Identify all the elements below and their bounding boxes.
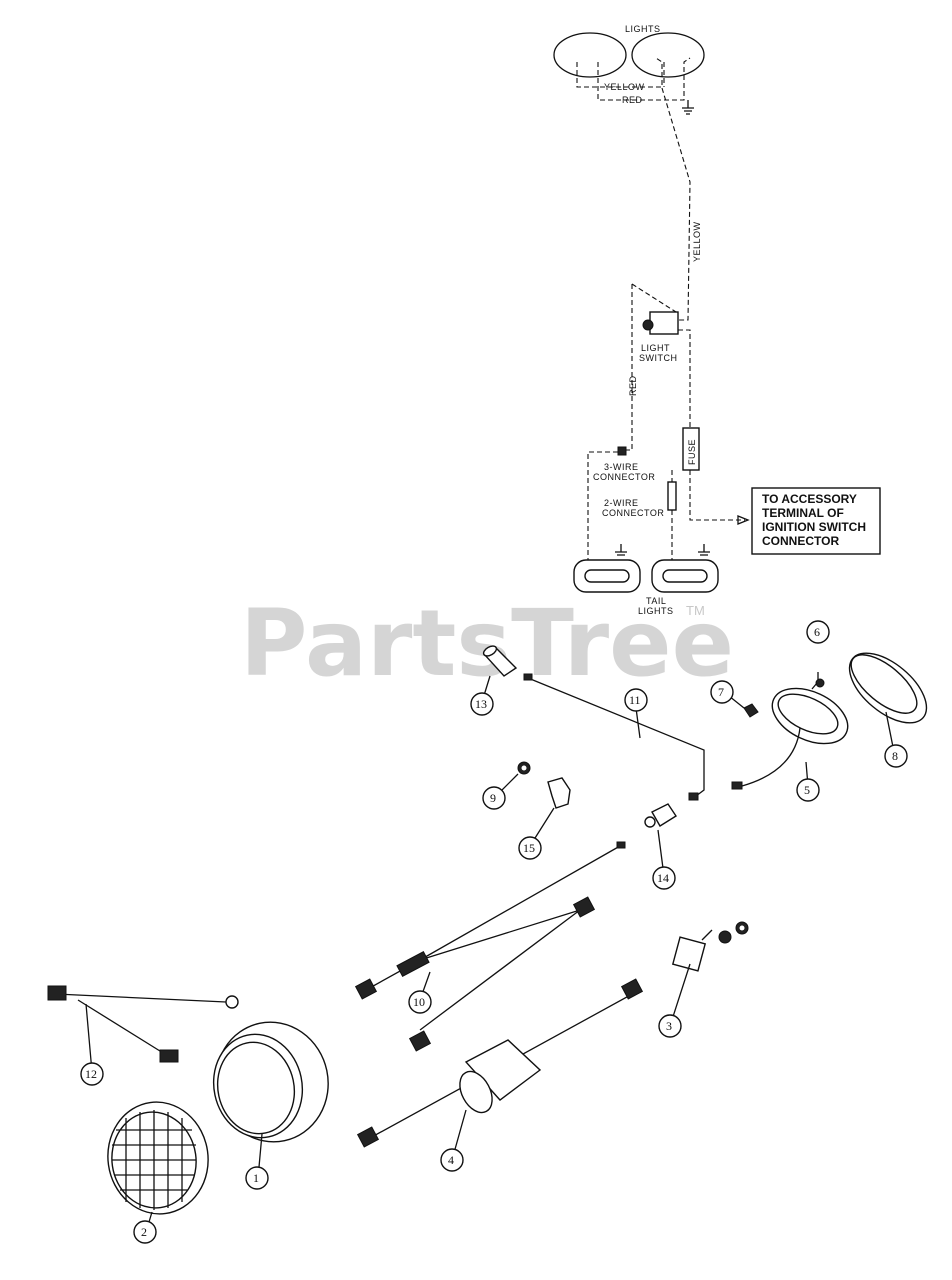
svg-text:8: 8 [892, 749, 898, 763]
callout-9: 9 [482, 786, 506, 810]
callout-11: 11 [624, 688, 648, 712]
part-5-tail-light [731, 687, 849, 790]
watermark-text: PartsTree [240, 590, 734, 697]
callout-6: 6 [806, 620, 830, 644]
svg-text:9: 9 [490, 791, 496, 805]
callout-8: 8 [884, 744, 908, 768]
svg-text:7: 7 [718, 685, 724, 699]
svg-text:15: 15 [523, 841, 535, 855]
red-wire-label-2: RED [628, 375, 638, 396]
connectors-schematic: 3-WIRE CONNECTOR 2-WIRE CONNECTOR [587, 446, 677, 560]
part-14-connector [644, 803, 677, 828]
callout-1: 1 [245, 1166, 269, 1190]
two-wire-label-1: 2-WIRE [604, 498, 639, 508]
part-15-clip [547, 777, 571, 809]
light-switch-schematic: RED LIGHT SWITCH FUSE [624, 283, 750, 525]
three-wire-connector-icon [617, 446, 627, 456]
fuse-label: FUSE [687, 439, 697, 465]
arrow-icon [737, 515, 750, 525]
tail-lights-label-1: TAIL [646, 596, 666, 606]
part-2-lamp [107, 1101, 209, 1215]
callout-5: 5 [796, 778, 820, 802]
callout-3: 3 [658, 1014, 682, 1038]
part-12-harness [47, 985, 239, 1063]
part-4-harness [356, 978, 644, 1148]
part-3-switch [671, 921, 749, 972]
tail-lights-schematic: TAIL LIGHTS [573, 544, 719, 616]
svg-text:13: 13 [475, 697, 487, 711]
callouts [85, 672, 895, 1233]
left-headlight-outline [553, 32, 627, 78]
two-wire-connector-icon [667, 481, 677, 511]
yellow-wire-label-2: YELLOW [692, 221, 702, 262]
part-7-nut [743, 703, 759, 718]
svg-text:1: 1 [253, 1171, 259, 1185]
part-8-lens [848, 652, 928, 724]
accessory-terminal-box: TO ACCESSORY TERMINAL OF IGNITION SWITCH… [751, 487, 881, 555]
svg-text:10: 10 [413, 995, 425, 1009]
callout-15: 15 [518, 836, 542, 860]
tail-lights-label-2: LIGHTS [638, 606, 674, 616]
callout-12: 12 [80, 1062, 104, 1086]
callout-2: 2 [133, 1220, 157, 1244]
accessory-line-4: CONNECTOR [762, 534, 839, 548]
svg-text:6: 6 [814, 625, 820, 639]
yellow-wire-label-1: YELLOW [604, 82, 645, 92]
svg-text:2: 2 [141, 1225, 147, 1239]
svg-text:12: 12 [85, 1067, 97, 1081]
part-9-grommet [517, 761, 531, 775]
light-switch-label-2: SWITCH [639, 353, 678, 363]
light-switch-label-1: LIGHT [641, 343, 670, 353]
accessory-line-1: TO ACCESSORY [762, 492, 857, 506]
callout-4: 4 [440, 1148, 464, 1172]
part-1-bezel [212, 1021, 329, 1143]
part-6-screw [811, 678, 825, 690]
callout-10: 10 [408, 990, 432, 1014]
light-switch-body [649, 311, 679, 335]
part-13-sleeve [482, 645, 518, 677]
ground-icon [682, 100, 694, 115]
callout-14: 14 [652, 866, 676, 890]
two-wire-label-2: CONNECTOR [602, 508, 664, 518]
watermark-tm: TM [686, 603, 705, 618]
part-10-harness [354, 841, 626, 1052]
svg-text:11: 11 [629, 693, 641, 707]
lights-label: LIGHTS [625, 24, 661, 34]
svg-text:4: 4 [448, 1153, 454, 1167]
callout-7: 7 [710, 680, 734, 704]
part-11-wire [523, 673, 705, 801]
switch-toggle-icon [642, 319, 654, 331]
fuse-body [682, 427, 700, 471]
callout-13: 13 [470, 692, 494, 716]
headlights-schematic: LIGHTS YELLOW RED YELLOW [553, 24, 705, 321]
three-wire-label-1: 3-WIRE [604, 462, 639, 472]
ground-icon-2 [615, 544, 627, 556]
svg-text:14: 14 [657, 871, 669, 885]
ground-icon-3 [698, 544, 710, 556]
svg-text:5: 5 [804, 783, 810, 797]
three-wire-label-2: CONNECTOR [593, 472, 655, 482]
svg-text:3: 3 [666, 1019, 672, 1033]
red-wire-label-1: RED [622, 95, 643, 105]
accessory-line-2: TERMINAL OF [762, 506, 844, 520]
right-headlight-outline [631, 32, 705, 78]
accessory-line-3: IGNITION SWITCH [762, 520, 866, 534]
